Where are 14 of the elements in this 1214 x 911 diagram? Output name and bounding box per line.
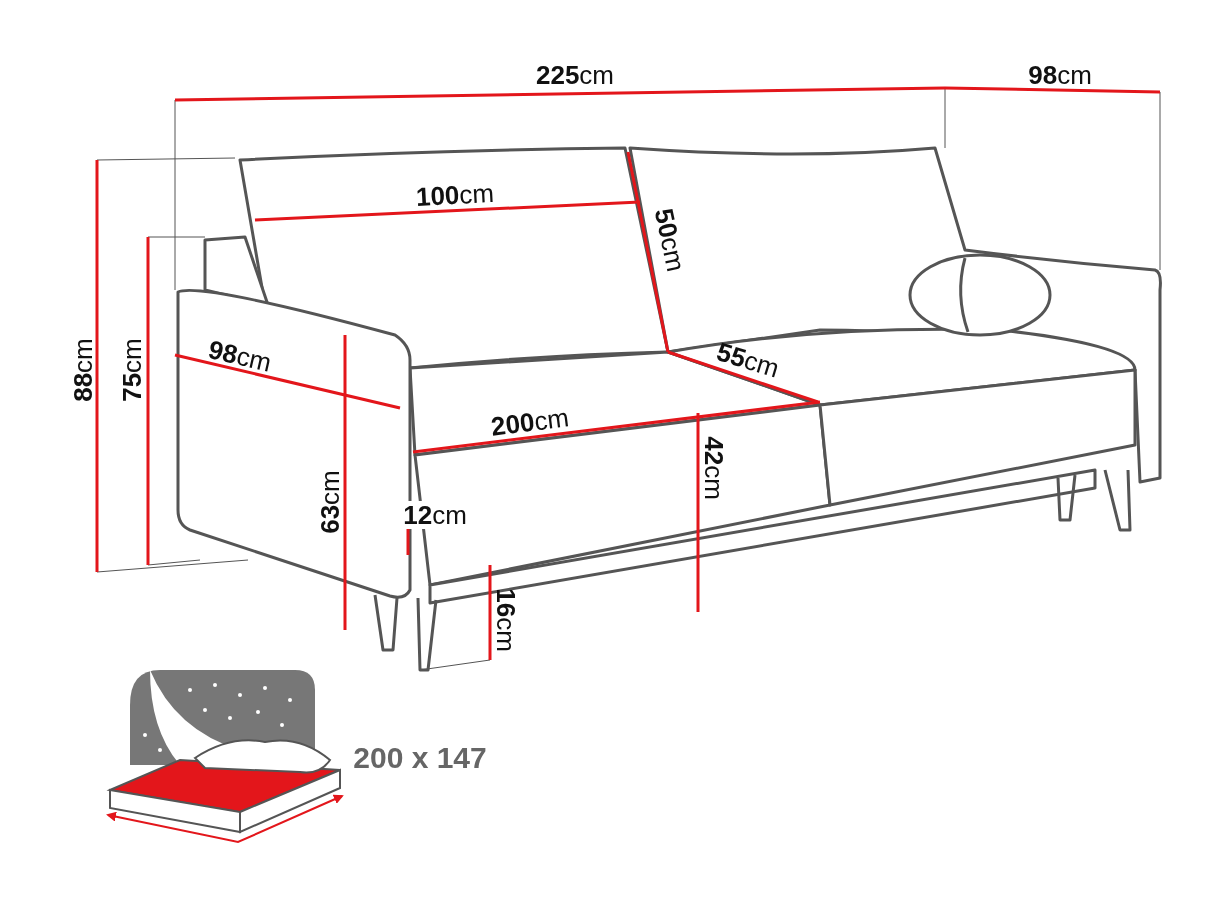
dimension-label: 42cm	[701, 436, 727, 500]
dimension-label: 100cm	[415, 180, 495, 210]
dimension-label: 98cm	[1028, 62, 1092, 88]
dimension-label: 16cm	[493, 588, 519, 652]
dimension-label: 12cm	[401, 501, 469, 529]
dimension-label: 55cm	[713, 338, 783, 382]
dimension-label: 88cm	[70, 338, 96, 402]
dimension-label: 63cm	[317, 470, 343, 534]
dimension-label: 98cm	[206, 336, 274, 376]
dimension-label: 225cm	[535, 62, 615, 88]
dimension-label: 75cm	[119, 338, 145, 402]
dimension-label: 50cm	[650, 206, 690, 274]
dimension-label: 200cm	[489, 404, 571, 440]
mattress-size-label: 200 x 147	[353, 743, 487, 773]
